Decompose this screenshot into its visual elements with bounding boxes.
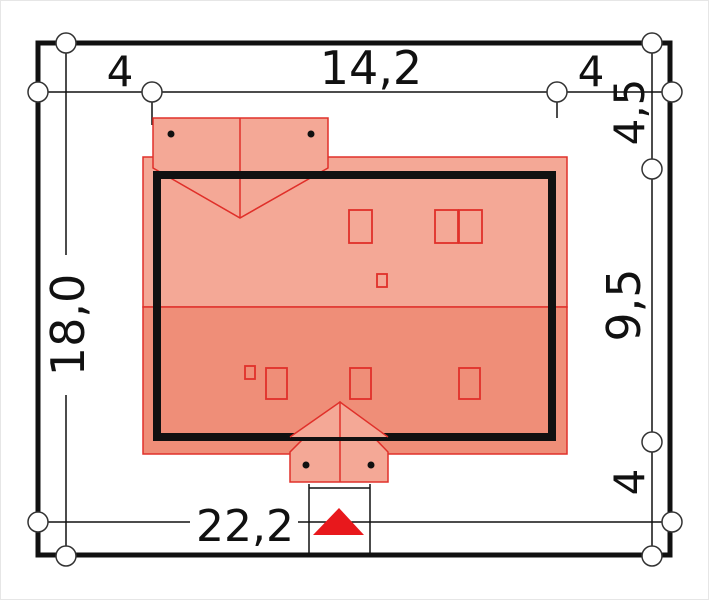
label-top-left-setback: 4 — [107, 47, 134, 96]
label-top-right-setback: 4 — [578, 47, 605, 96]
house — [142, 117, 568, 483]
gable-dots — [167, 130, 375, 469]
label-right-bottom-setback: 4 — [605, 469, 654, 496]
entrance-arrow-icon — [313, 508, 364, 535]
label-top-width: 14,2 — [320, 41, 422, 95]
label-left-total: 18,0 — [41, 274, 95, 376]
label-right-top-setback: 4,5 — [605, 79, 654, 146]
label-bottom-total: 22,2 — [196, 501, 294, 552]
label-right-depth: 9,5 — [597, 268, 651, 341]
plot-boundary — [35, 40, 673, 558]
dimension-nodes — [27, 32, 683, 567]
roof-windows — [244, 209, 483, 400]
dimension-lines — [38, 43, 672, 556]
